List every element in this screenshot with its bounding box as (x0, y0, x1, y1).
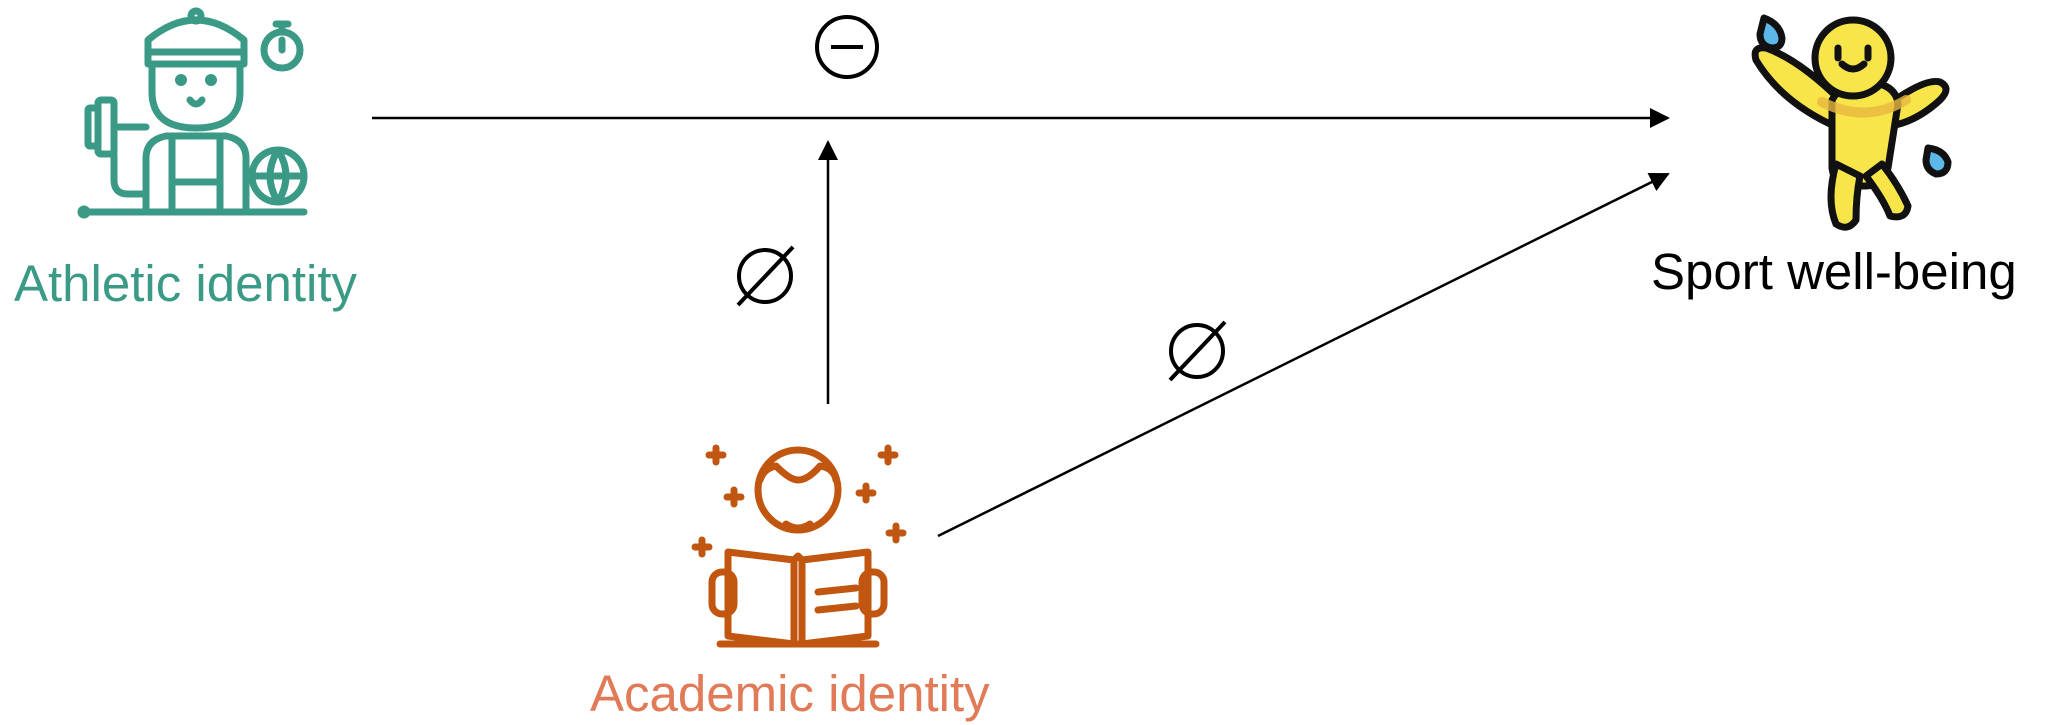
athletic-identity-label: Athletic identity (14, 255, 358, 312)
no-effect-symbol-academic-path (1168, 320, 1227, 382)
academic-identity-label: Academic identity (590, 665, 990, 722)
athlete-icon (77, 7, 308, 219)
arrow-academic-to-wellbeing (937, 172, 1670, 538)
student-reading-book-icon (691, 444, 907, 648)
sport-wellbeing-label: Sport well-being (1651, 243, 2017, 300)
happy-jumping-figure-icon (1751, 14, 1952, 231)
negative-effect-symbol (815, 15, 879, 79)
no-effect-symbol-moderation (736, 245, 795, 307)
